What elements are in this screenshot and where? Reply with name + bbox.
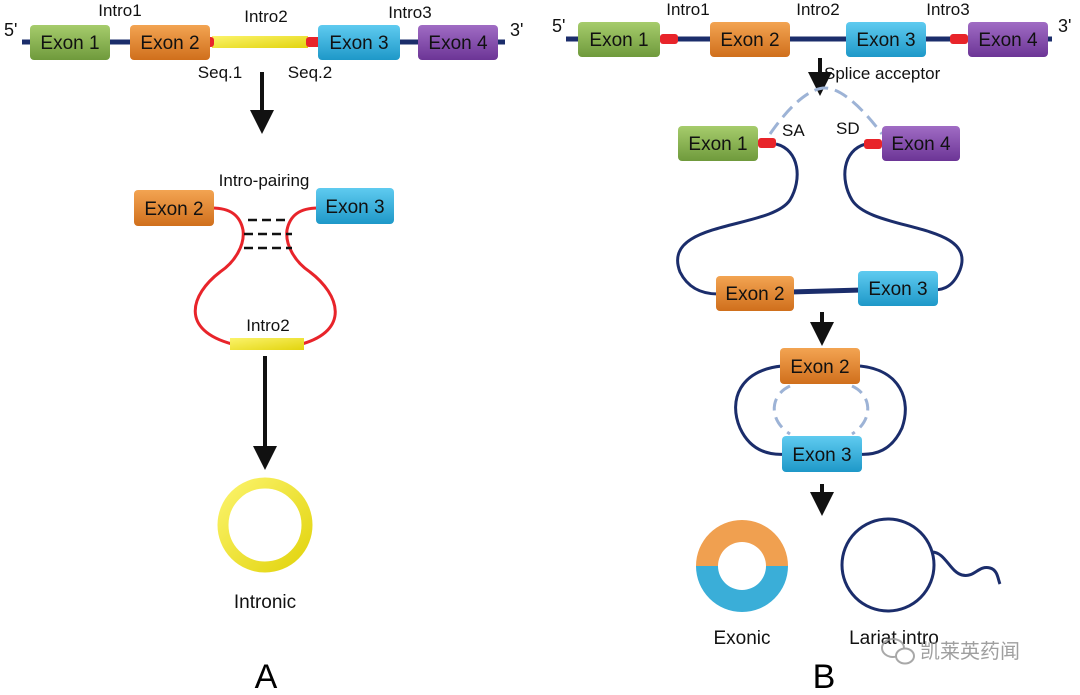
panel-b-circ-exon2-box <box>780 348 860 384</box>
panel-b-circ-loop-left <box>734 364 789 456</box>
panel-b-exon3-label: Exon 3 <box>856 30 915 51</box>
panel-a-letter: A <box>255 658 278 695</box>
panel-a-intro2-label: Intro2 <box>244 7 287 26</box>
panel-b-loop-exon2-label: Exon 2 <box>725 284 784 305</box>
panel-b-intro1-marker <box>660 34 678 44</box>
panel-a-loop-left <box>193 206 245 346</box>
panel-b-sa-label: SA <box>782 121 805 140</box>
panel-a-pairing-label: Intro-pairing <box>219 171 310 190</box>
panel-b-loop-exon1-box <box>678 126 758 161</box>
panel-b-circ-exon3-label: Exon 3 <box>792 445 851 466</box>
panel-a-intro3-label: Intro3 <box>388 3 431 22</box>
panel-b-circ-exon2-label: Exon 2 <box>790 357 849 378</box>
panel-a-exon2-box <box>130 25 210 60</box>
panel-b-exonic-ring-top <box>696 520 788 566</box>
panel-b-loop-right <box>843 142 964 292</box>
panel-a-exon2-label: Exon 2 <box>140 33 199 54</box>
panel-b-loop-exon1-label: Exon 1 <box>688 134 747 155</box>
panel-b-exon2-label: Exon 2 <box>720 30 779 51</box>
panel-b-exonic-ring-bottom <box>696 566 788 612</box>
panel-b-intro1-label: Intro1 <box>666 0 709 19</box>
panel-a-exon1-box <box>30 25 110 60</box>
panel-b-sd-label: SD <box>836 119 860 138</box>
panel-a-exon4-label: Exon 4 <box>428 33 488 54</box>
panel-b-5prime: 5' <box>552 16 565 36</box>
panel-b-loop-exon3-box <box>858 271 938 306</box>
panel-b-letter: B <box>813 658 836 695</box>
panel-b-lariat-circle <box>840 517 936 613</box>
panel-b-splice-label: Splice acceptor <box>824 64 941 83</box>
panel-a-pair-exon3-label: Exon 3 <box>325 197 384 218</box>
panel-a-pair-exon2-label: Exon 2 <box>144 199 203 220</box>
panel-b-sa-marker <box>758 138 776 148</box>
panel-a-intron2-yellow <box>212 36 308 48</box>
panel-a-exon1-label: Exon 1 <box>40 33 99 54</box>
panel-a-loop-intron2 <box>230 338 304 350</box>
panel-b-circ-loop-right <box>855 364 907 456</box>
panel-b-circ-dashed-left <box>772 384 791 436</box>
panel-b-exon4-box <box>968 22 1048 57</box>
panel-b-loop-left <box>676 142 799 296</box>
panel-b-loop-exon4-box <box>882 126 960 161</box>
panel-b-lariat-tail <box>931 550 1002 585</box>
panel-a-seq1-label: Seq.1 <box>198 63 242 82</box>
wechat-icon <box>881 638 915 665</box>
panel-b-circ-exon3-box <box>782 436 862 472</box>
panel-a-loop-right <box>285 206 337 346</box>
panel-b-loop-exon2-box <box>716 276 794 311</box>
watermark-text: 凯莱英药闻 <box>920 639 1020 663</box>
panel-b: 5' 3' Exon 1 Exon 2 Exon 3 Exon 4 Intro1… <box>552 0 1071 695</box>
panel-b-loop-exon4-label: Exon 4 <box>891 134 951 155</box>
panel-b-intro3-marker <box>950 34 968 44</box>
panel-a-pair-exon2-box <box>134 190 214 226</box>
panel-a-5prime: 5' <box>4 20 17 40</box>
panel-b-intro3-label: Intro3 <box>926 0 969 19</box>
panel-a-intronic-label: Intronic <box>234 592 296 613</box>
panel-a-intronic-circle <box>217 477 313 573</box>
panel-b-intro2-label: Intro2 <box>796 0 839 19</box>
panel-a-3prime: 3' <box>510 20 523 40</box>
panel-b-splice-arc <box>768 86 884 135</box>
panel-b-exon2-box <box>710 22 790 57</box>
panel-a-pair-exon3-box <box>316 188 394 224</box>
panel-a-seq2-label: Seq.2 <box>288 63 332 82</box>
panel-a-exon3-box <box>318 25 400 60</box>
panel-a-loop-intron2-label: Intro2 <box>246 316 289 335</box>
panel-b-3prime: 3' <box>1058 16 1071 36</box>
panel-b-sd-marker <box>864 139 882 149</box>
panel-a-intro1-label: Intro1 <box>98 1 141 20</box>
panel-a-exon3-label: Exon 3 <box>329 33 388 54</box>
panel-b-exon4-label: Exon 4 <box>978 30 1038 51</box>
panel-b-loop-bottom <box>789 287 863 295</box>
watermark: 凯莱英药闻 <box>881 638 1020 665</box>
panel-b-exon1-box <box>578 22 660 57</box>
panel-b-exonic-label: Exonic <box>713 628 770 649</box>
panel-b-circ-dashed-right <box>851 384 870 436</box>
panel-b-exon1-label: Exon 1 <box>589 30 648 51</box>
panel-a: 5' 3' Exon 1 Exon 2 Exon 3 Exon 4 Intro1… <box>4 1 523 695</box>
panel-b-exon3-box <box>846 22 926 57</box>
panel-b-loop-exon3-label: Exon 3 <box>868 279 927 300</box>
panel-a-exon4-box <box>418 25 498 60</box>
